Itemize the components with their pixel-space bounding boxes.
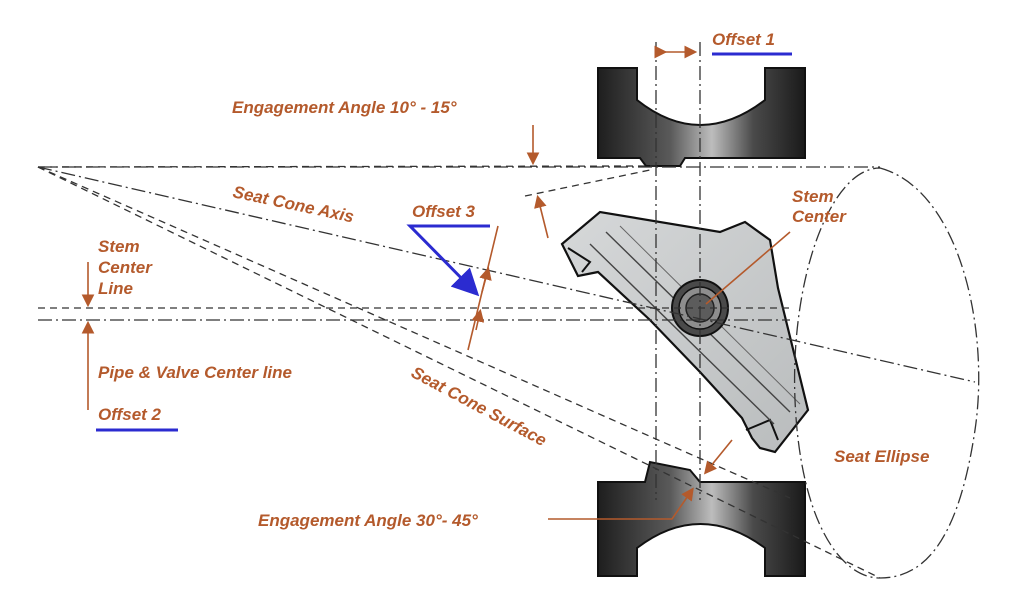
- seat-cone-upper-surface: [37, 165, 656, 168]
- disc-notch-top: [567, 247, 592, 273]
- stem-center-label-1: Stem: [792, 187, 834, 206]
- stem-center-label-2: Center: [792, 207, 847, 226]
- pipe-valve-label: Pipe & Valve Center line: [98, 363, 292, 382]
- stem-center-line-label-3: Line: [98, 279, 133, 298]
- engagement-bottom-label: Engagement Angle 30°- 45°: [258, 511, 478, 530]
- seat-cone-axis-label: Seat Cone Axis: [231, 182, 355, 226]
- seat-ellipse-label: Seat Ellipse: [834, 447, 929, 466]
- stem-center-pointer: [705, 231, 791, 305]
- offset3-pointer: [406, 224, 490, 297]
- disc-groove-2: [589, 243, 775, 425]
- seat-cone-surface-line: [37, 166, 881, 579]
- offset3-arrow-up: [479, 266, 492, 293]
- offset3-arrow-down: [471, 308, 485, 331]
- engagement-top-line: [524, 169, 651, 197]
- top-seat-ring: [597, 67, 806, 167]
- bottom-seat-ring: [597, 460, 806, 577]
- offset2-label: Offset 2: [98, 405, 162, 424]
- stem-center-line-label-2: Center: [98, 258, 153, 277]
- engagement-top-arrow-2: [534, 194, 549, 239]
- engagement-bottom-pointer: [548, 487, 694, 520]
- offset1-label: Offset 1: [712, 30, 775, 49]
- engagement-bottom-arrow: [703, 439, 733, 475]
- seat-ellipse: [793, 167, 980, 579]
- stem-center-line-label-1: Stem: [98, 237, 140, 256]
- seat-cone-mid-line: [37, 166, 791, 499]
- engagement-top-label: Engagement Angle 10° - 15°: [232, 98, 457, 117]
- seat-cone-axis-line: [37, 166, 976, 383]
- offset3-label: Offset 3: [412, 202, 476, 221]
